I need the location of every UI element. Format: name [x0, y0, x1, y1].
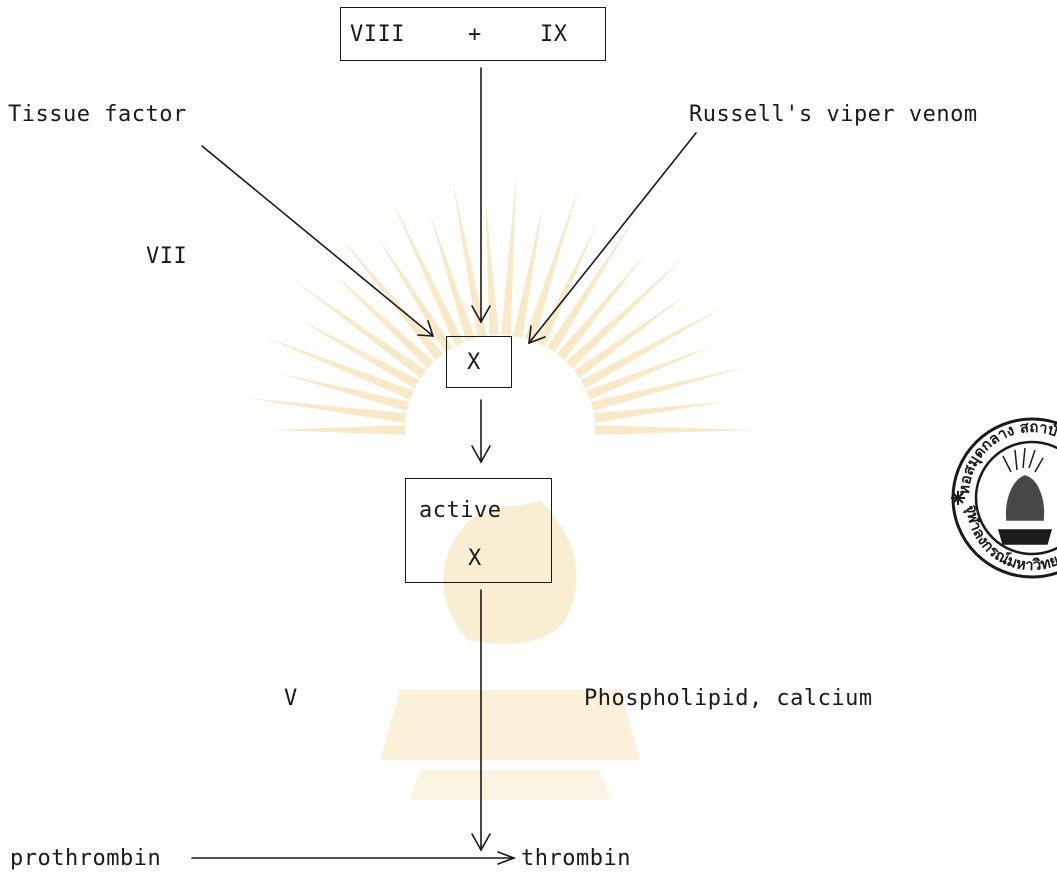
seal-star-icon: [951, 491, 965, 505]
arrow-venom-to-x: [529, 133, 696, 343]
svg-text:หอสมุดกลาง สถาบันวิทย: หอสมุดกลาง สถาบันวิทย: [955, 418, 1057, 496]
arrow-tissue-factor-to-x: [202, 146, 433, 336]
seal-emblem-icon: [999, 448, 1051, 544]
seal-top-text: หอสมุดกลาง สถาบันวิทย: [955, 418, 1057, 496]
library-seal: หอสมุดกลาง สถาบันวิทย จุฬาลงกรณ์มหาวิทยา…: [947, 410, 1057, 580]
